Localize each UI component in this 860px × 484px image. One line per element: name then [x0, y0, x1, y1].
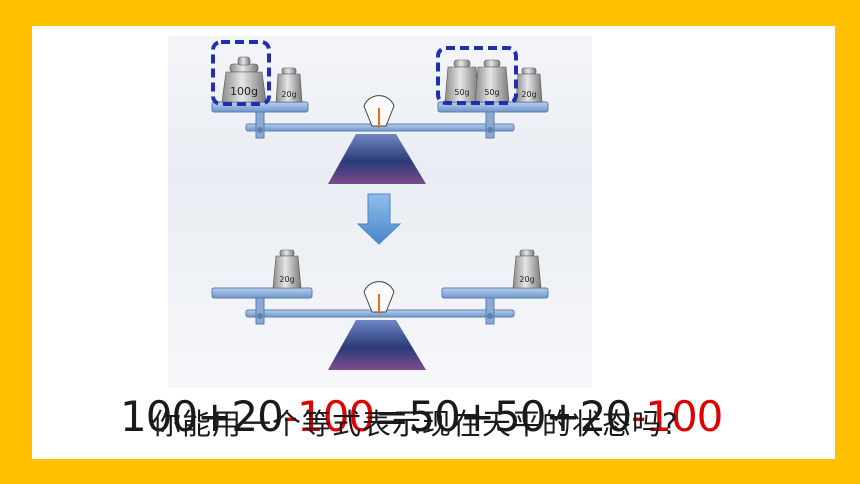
weight-100g: 100g: [221, 56, 267, 103]
weight-label: 50g: [484, 88, 499, 97]
weight-20g: 20g: [275, 67, 303, 103]
weight-label: 20g: [519, 275, 534, 284]
weight-20g: 20g: [272, 249, 302, 289]
highlight-box-50g-pair: [436, 46, 518, 105]
arrow-down-icon: [356, 193, 402, 245]
weight-50g: 50g: [474, 59, 510, 103]
weight-label: 20g: [279, 275, 294, 284]
weight-label: 20g: [281, 90, 296, 99]
weight-20g: 20g: [515, 67, 543, 103]
equation-equals: =: [374, 392, 409, 441]
balance-illustration: 100g 20g 50g 50g 20g: [168, 36, 592, 388]
equation-minus-right: -100: [631, 392, 723, 441]
bottom-balance: 20g 20g: [211, 249, 549, 370]
bottom-stand: [328, 320, 426, 370]
question-text: 你能用一个等式表示现在天平的状态吗?: [152, 407, 679, 441]
weight-label: 20g: [521, 90, 536, 99]
top-balance: 100g 20g 50g 50g 20g: [211, 40, 549, 184]
weight-50g: 50g: [444, 59, 480, 103]
bottom-right-pan: [441, 287, 549, 299]
bottom-left-pan: [211, 287, 313, 299]
equation: 100+20-100=50+50+20-100: [120, 392, 723, 442]
equation-right: 50+50+20: [408, 392, 632, 441]
weight-label: 50g: [454, 88, 469, 97]
equation-minus-left: -100: [282, 392, 375, 441]
weight-label: 100g: [230, 85, 258, 98]
highlight-box-100g: [211, 40, 271, 106]
top-stand: [328, 134, 426, 184]
weight-20g: 20g: [512, 249, 542, 289]
equation-left: 100+20: [120, 392, 284, 441]
